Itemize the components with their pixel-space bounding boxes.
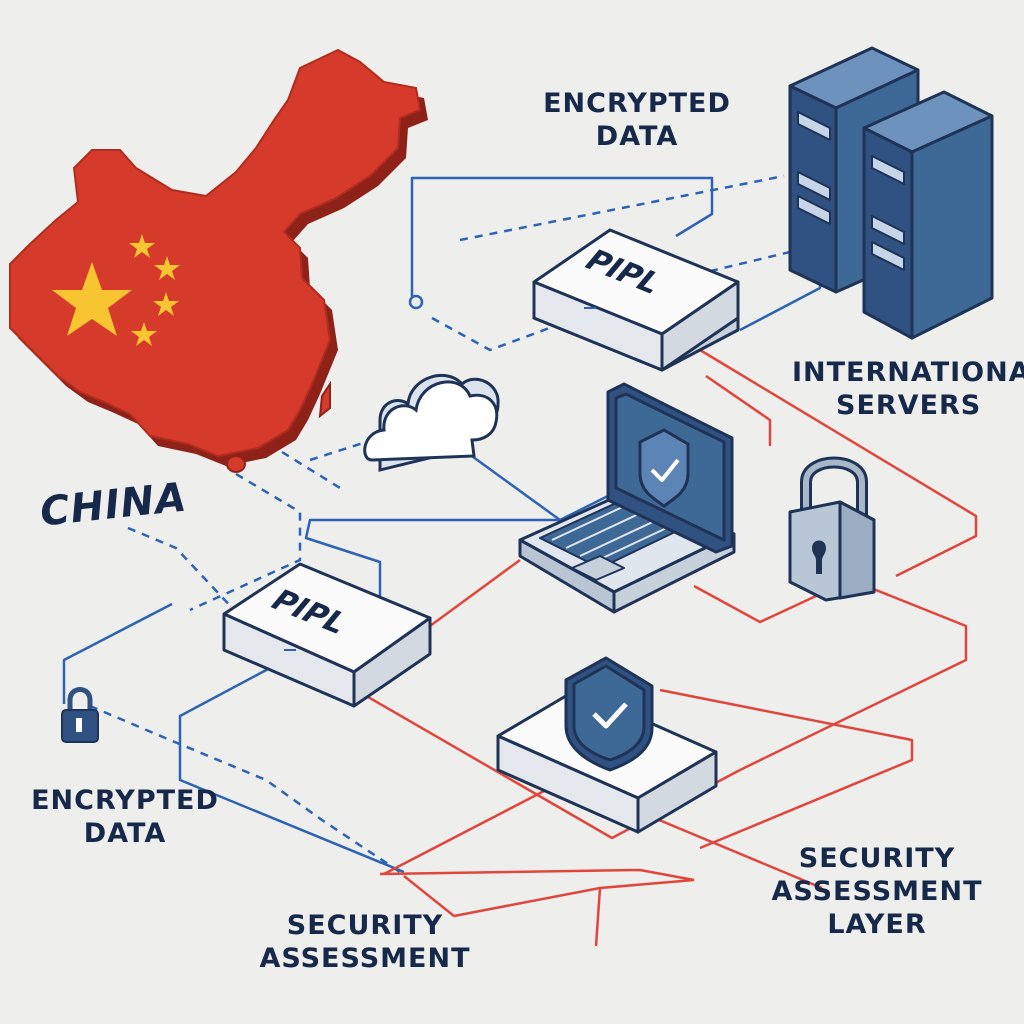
blue-dash-china-2 (127, 526, 237, 613)
blue-line-left-outer (62, 602, 173, 704)
china-map-icon (9, 48, 428, 473)
blue-dash-cloud (309, 426, 411, 462)
small-star-icon (153, 292, 179, 316)
encrypted-label-line: ENCRYPTED (543, 88, 731, 119)
red-line-right-bottom (639, 810, 823, 890)
red-line-right-loop (739, 572, 968, 772)
encrypted-label-line: ENCRYPTED (31, 785, 219, 816)
red-line-bottom-1 (379, 868, 695, 882)
server-rack-icon (788, 46, 994, 340)
padlock-icon (788, 456, 876, 602)
international-servers-label: INTERNATIONAL SERVERS (792, 357, 1024, 423)
servers-label-line: SERVERS (836, 389, 982, 421)
blue-dash-top-1 (459, 174, 785, 242)
shield-check-icon (638, 428, 690, 508)
server-front (862, 90, 994, 340)
pipl-box-left (222, 562, 432, 708)
pipl-box-top (532, 228, 740, 372)
small-star-icon (131, 322, 157, 346)
international-label-line: INTERNATIONAL (792, 357, 1024, 388)
blue-line-left-long (178, 666, 405, 874)
security-label-line: SECURITY (286, 910, 444, 941)
big-star-icon (52, 262, 132, 336)
data-label-line: DATA (83, 817, 167, 849)
encrypted-data-label-top: ENCRYPTED DATA (512, 88, 762, 154)
blue-line-center-to-left (304, 518, 560, 600)
china-map-body (9, 48, 422, 458)
flag-stars (52, 234, 180, 346)
laptop-icon (518, 382, 736, 614)
red-line-pipl-down (705, 374, 772, 446)
red-line-bottom-2 (403, 875, 695, 918)
red-line-box3-right (659, 688, 914, 850)
shield-check-icon (564, 656, 654, 772)
security-assessment-label: SECURITY ASSESSMENT (230, 910, 500, 976)
blue-solid-connections (62, 176, 822, 874)
red-line-pipl-to-right (689, 342, 978, 578)
red-line-bottom-4 (383, 788, 547, 876)
taiwan-island (318, 380, 331, 419)
padlock-icon (61, 687, 99, 743)
blue-dash-lock-left (89, 704, 401, 874)
cloud-icon (363, 373, 500, 472)
security-assessment-layer-label: SECURITY ASSESSMENT LAYER (752, 843, 1002, 942)
red-line-mid (429, 558, 521, 628)
blue-dash-china-1 (189, 472, 302, 612)
encrypted-data-label-bottom: ENCRYPTED DATA (0, 785, 250, 851)
small-star-icon (154, 256, 180, 280)
blue-dash-china-3 (281, 450, 341, 490)
assessment-label-line: ASSESSMENT (259, 942, 471, 974)
assessment-label-line: ASSESSMENT (771, 875, 983, 907)
connection-node (408, 294, 424, 310)
security-label-line: SECURITY (798, 843, 956, 874)
blue-line-top-loop (410, 176, 714, 300)
red-line-bottom-3 (594, 887, 602, 947)
small-star-icon (129, 234, 155, 258)
red-line-laptop (693, 584, 817, 624)
layer-label-line: LAYER (827, 908, 927, 940)
data-label-line: DATA (595, 120, 679, 152)
hainan-island (226, 455, 246, 473)
